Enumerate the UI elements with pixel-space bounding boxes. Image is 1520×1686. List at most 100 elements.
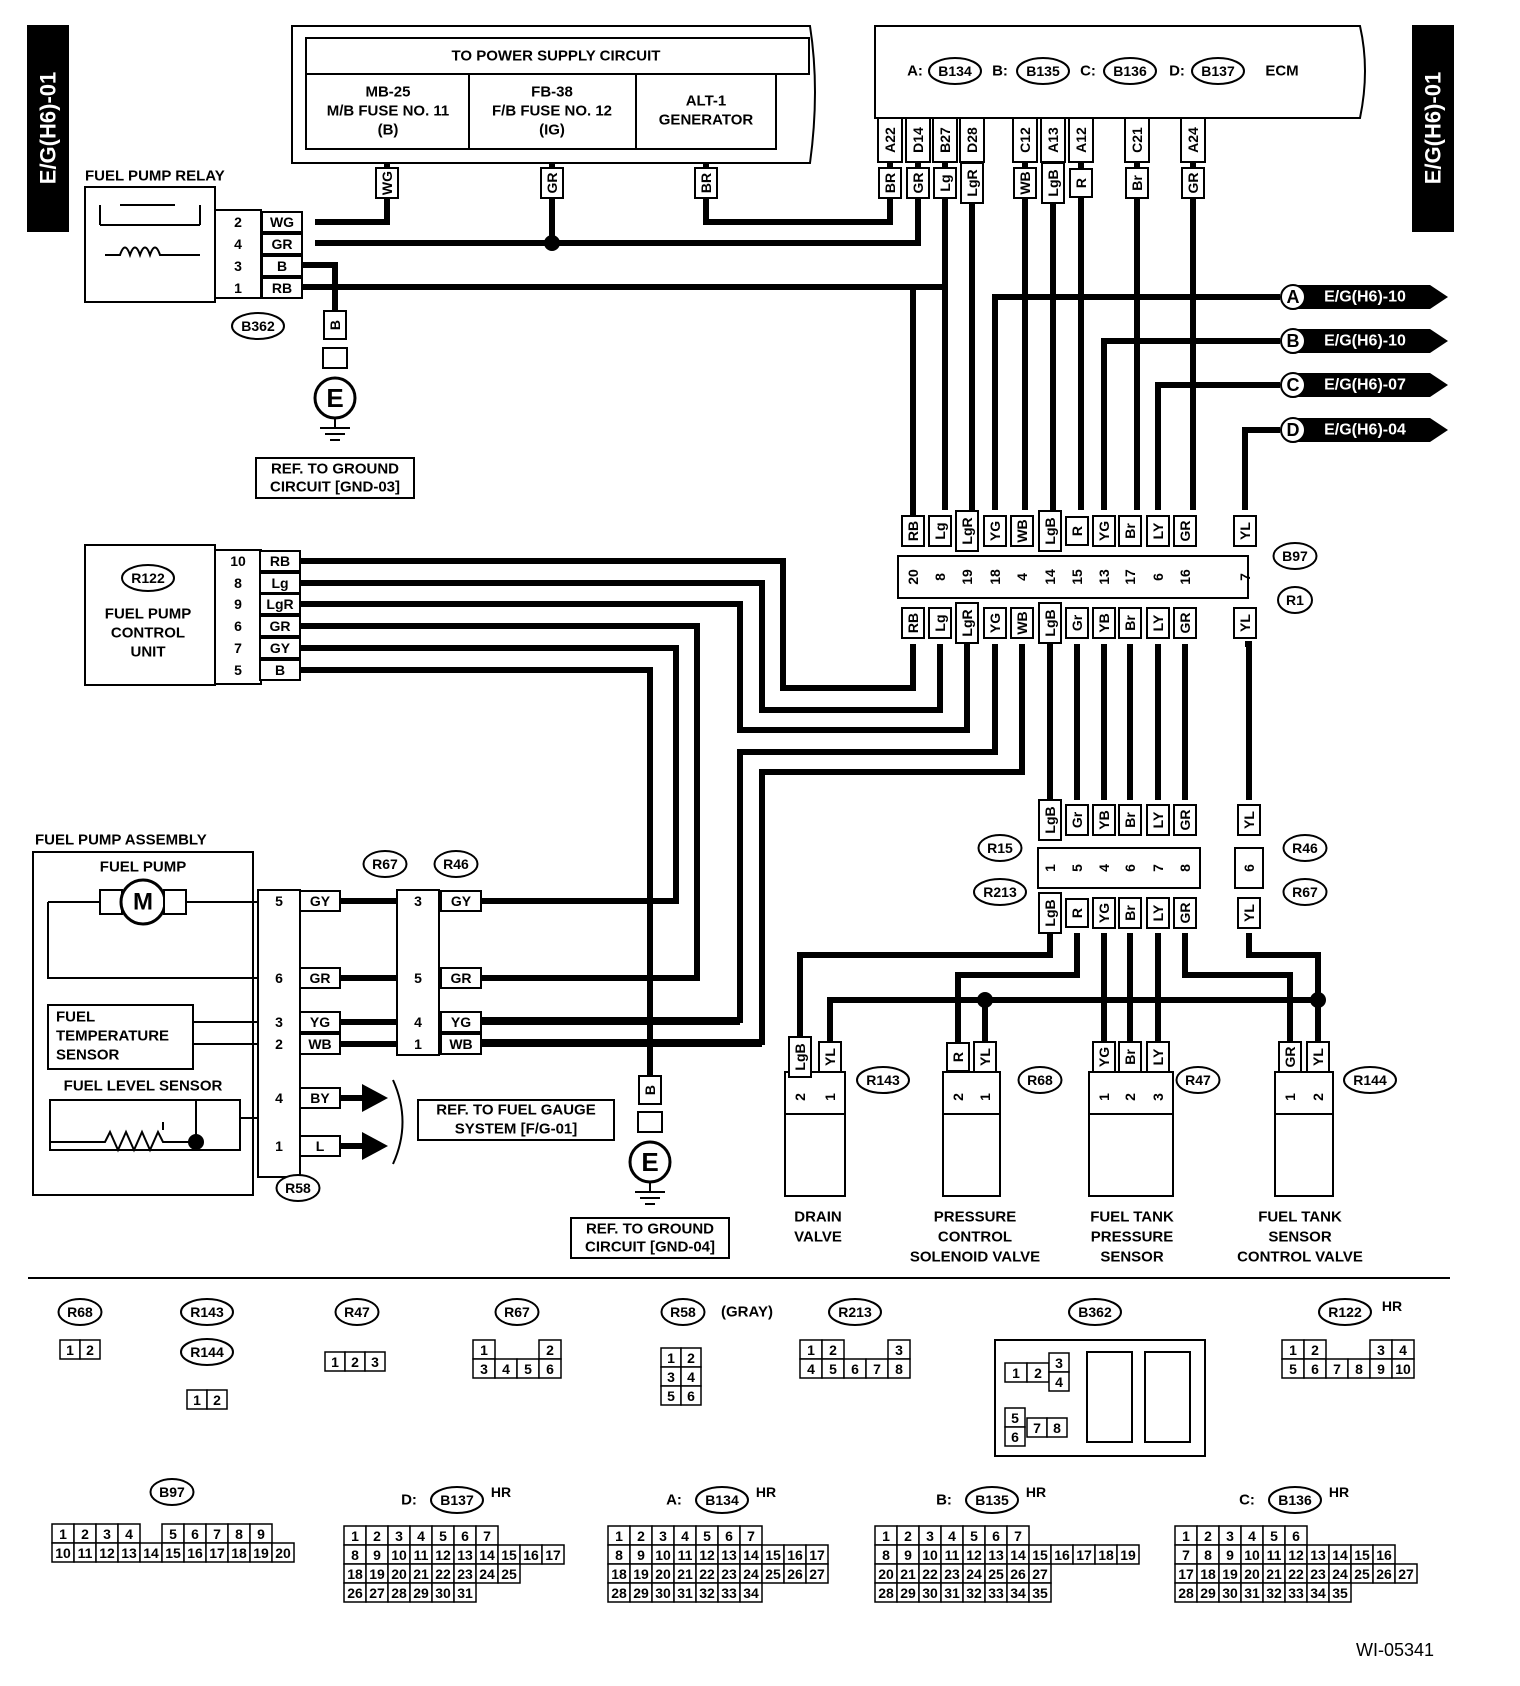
ecm-pin: C12 — [1017, 127, 1033, 153]
r46-middle-label — [433, 850, 479, 878]
cv-B136-grid-cell-text: 7 — [1182, 1547, 1190, 1563]
cv-r144-label: R144 — [190, 1344, 224, 1360]
fpcu-pin: 8 — [234, 575, 242, 591]
ground-ref-2-box — [570, 1217, 730, 1259]
mb25-line: MB-25 — [365, 84, 410, 101]
cv-r68-grid-cell-text: 2 — [86, 1342, 94, 1358]
device-R144-pin: 2 — [1310, 1093, 1326, 1101]
cv-B135-grid-cell-text: 34 — [1010, 1585, 1026, 1601]
cv-r47-grid-cell-text: 3 — [371, 1354, 379, 1370]
offpage-arrow-A — [1290, 285, 1448, 309]
cv-B134-grid-cell-text: 8 — [615, 1547, 623, 1563]
b97-bottom-wire-box — [1118, 607, 1142, 639]
device-R47-wire-box — [1092, 1041, 1116, 1073]
r46-bottom-wire-text: YL — [1241, 904, 1257, 922]
fpcu-pin-block — [214, 549, 262, 685]
cv-B135-grid-cell-text: 21 — [900, 1566, 916, 1582]
b97-bottom-wire-box — [1038, 602, 1062, 644]
cv-B136-grid-cell-text: 5 — [1270, 1528, 1278, 1544]
cv-B134-grid-cell-text: 24 — [743, 1566, 759, 1582]
fpcu-wire-tag-text: GY — [270, 640, 291, 656]
r15-top-wire-box — [1146, 804, 1170, 836]
cv-b97-grid-cell-text: 13 — [121, 1545, 137, 1561]
side-tab-left — [27, 25, 69, 232]
cv-B135-grid-cell-text: 17 — [1076, 1547, 1092, 1563]
b97-pin: 8 — [932, 573, 948, 581]
device-R47-pin: 1 — [1096, 1093, 1112, 1101]
cv-r122-grid-cell-text: 1 — [1289, 1342, 1297, 1358]
cv-B134-grid-cell-text: 4 — [681, 1528, 689, 1544]
cv-B137-grid-cell-text: 18 — [347, 1566, 363, 1582]
b97-top-wire-text: YG — [1096, 521, 1112, 541]
offpage-circle-B — [1280, 328, 1306, 354]
relay-title: FUEL PUMP RELAY — [85, 168, 225, 185]
wire-fpcu-gy — [300, 645, 679, 900]
gauge-ref-text: REF. TO FUEL GAUGE — [436, 1102, 595, 1119]
relay-contact — [99, 204, 201, 226]
cv-B136-prefix: C: — [1239, 1492, 1255, 1509]
side-tab-left-text: E/G(H6)-01 — [36, 72, 61, 184]
device-R143-pin: 2 — [792, 1093, 808, 1101]
side-tab-right — [1412, 25, 1454, 232]
cv-B136-grid-cell-text: 22 — [1288, 1566, 1304, 1582]
b97-top-wire-text: LgB — [1042, 517, 1058, 544]
tag-wg-box — [375, 167, 399, 199]
r15-label-label: R15 — [987, 840, 1013, 856]
wire-br — [703, 163, 893, 225]
alt1-box — [635, 73, 777, 150]
cv-r122 — [1318, 1298, 1372, 1326]
cv-B135 — [965, 1486, 1019, 1514]
r15-pin: 8 — [1177, 864, 1193, 872]
cv-B136-grid-cell-text: 18 — [1200, 1566, 1216, 1582]
b97-top-wire-text: WB — [1014, 519, 1030, 542]
r213-label-label: R213 — [983, 884, 1017, 900]
mb25-line: M/B FUSE NO. 11 — [327, 103, 450, 120]
cv-B136-grid-cell-text: 31 — [1244, 1585, 1260, 1601]
b97-bottom-wire-text: LgB — [1042, 609, 1058, 636]
r67-r46-wire-tag-text: GY — [451, 893, 472, 909]
ground-letter-1: E — [326, 383, 343, 413]
cv-b362-grid-a-cell-text: 2 — [1034, 1365, 1042, 1381]
cv-B135-grid-cell-text: 15 — [1032, 1547, 1048, 1563]
cv-B136-label: B136 — [1278, 1492, 1312, 1508]
ground-ref-2-text: CIRCUIT [GND-04] — [585, 1239, 715, 1256]
cv-B135-grid-cell-text: 22 — [922, 1566, 938, 1582]
power-title-box — [305, 37, 810, 75]
b97-top-wire-text: R — [1069, 526, 1085, 536]
offpage-letter-C: C — [1287, 375, 1300, 395]
pump-motor-end-1 — [99, 889, 123, 915]
ecm-c-prefix: C: — [1080, 63, 1096, 80]
fpcu-wire-tag-text: RB — [270, 553, 290, 569]
cv-B137-grid-cell-text: 9 — [373, 1547, 381, 1563]
r15-bottom-wire-text: R — [1069, 908, 1085, 918]
cv-b97-grid-cell-text: 14 — [143, 1545, 159, 1561]
r15-bottom-wire-box — [1092, 897, 1116, 929]
offpage-wire-C — [1155, 382, 1280, 510]
ecm-pin: A13 — [1045, 127, 1061, 153]
device-R143-wire-box — [788, 1036, 812, 1078]
cv-B135-grid-cell-text: 6 — [992, 1528, 1000, 1544]
r15-pin: 5 — [1069, 864, 1085, 872]
offpage-letter-B: B — [1287, 331, 1300, 351]
r15-bottom-wire-text: Br — [1122, 905, 1138, 921]
offpage-arrow-B — [1290, 329, 1448, 353]
b97-top-wire-box — [1118, 515, 1142, 547]
r46-top-wire-text: YL — [1241, 811, 1257, 829]
cv-B135-grid-cell-text: 31 — [944, 1585, 960, 1601]
cv-B137-grid-cell — [453, 1582, 477, 1603]
cv-b97-grid-cell-text: 16 — [187, 1545, 203, 1561]
offpage-ref-C: E/G(H6)-07 — [1324, 377, 1406, 394]
cv-r58-grid-cell-text: 5 — [667, 1388, 675, 1404]
fpcu-connector-label: R122 — [131, 570, 165, 586]
tag-ecm-box — [1013, 167, 1037, 199]
cv-B135-grid-cell-text: 18 — [1098, 1547, 1114, 1563]
tag-ecm-text: Br — [1129, 175, 1145, 191]
tag-ecm-box — [1181, 167, 1205, 199]
b97-top-wire-box — [1146, 515, 1170, 547]
cv-r67-grid-cell — [538, 1358, 562, 1379]
cv-B137-grid-cell-text: 30 — [435, 1585, 451, 1601]
cv-B134 — [695, 1486, 749, 1514]
cv-B135-grid-cell-text: 35 — [1032, 1585, 1048, 1601]
fpcu-label: CONTROL — [111, 625, 185, 642]
figure-code: WI-05341 — [1356, 1640, 1434, 1660]
